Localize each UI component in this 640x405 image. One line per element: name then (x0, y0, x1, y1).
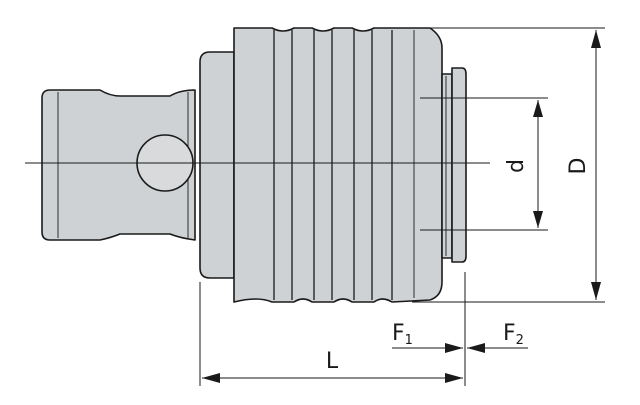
label-L: L (326, 349, 339, 374)
L-arrow-left (202, 373, 220, 383)
L-arrow-right (445, 373, 463, 383)
F2-arrow (467, 343, 485, 353)
D-arrow-bottom (591, 282, 601, 300)
d-arrow-top (533, 100, 543, 117)
shank (41, 89, 196, 241)
label-D: D (566, 158, 591, 175)
D-arrow-top (591, 30, 601, 48)
main-body (233, 27, 443, 303)
main-body-outline (233, 27, 443, 303)
dimension-D: D (412, 27, 605, 303)
label-F1: F1 (392, 321, 413, 348)
nose-ring (451, 67, 467, 263)
dimension-F: F1 F2 (392, 321, 528, 353)
label-d: d (504, 159, 529, 173)
d-arrow-bottom (533, 211, 543, 228)
F1-arrow (445, 343, 463, 353)
shank-body (41, 89, 196, 241)
label-F2: F2 (503, 321, 524, 348)
flange (199, 51, 235, 279)
dimension-d: d (420, 97, 548, 231)
nose (441, 67, 467, 263)
flange-body (199, 51, 235, 279)
dimension-L: L (199, 272, 466, 386)
